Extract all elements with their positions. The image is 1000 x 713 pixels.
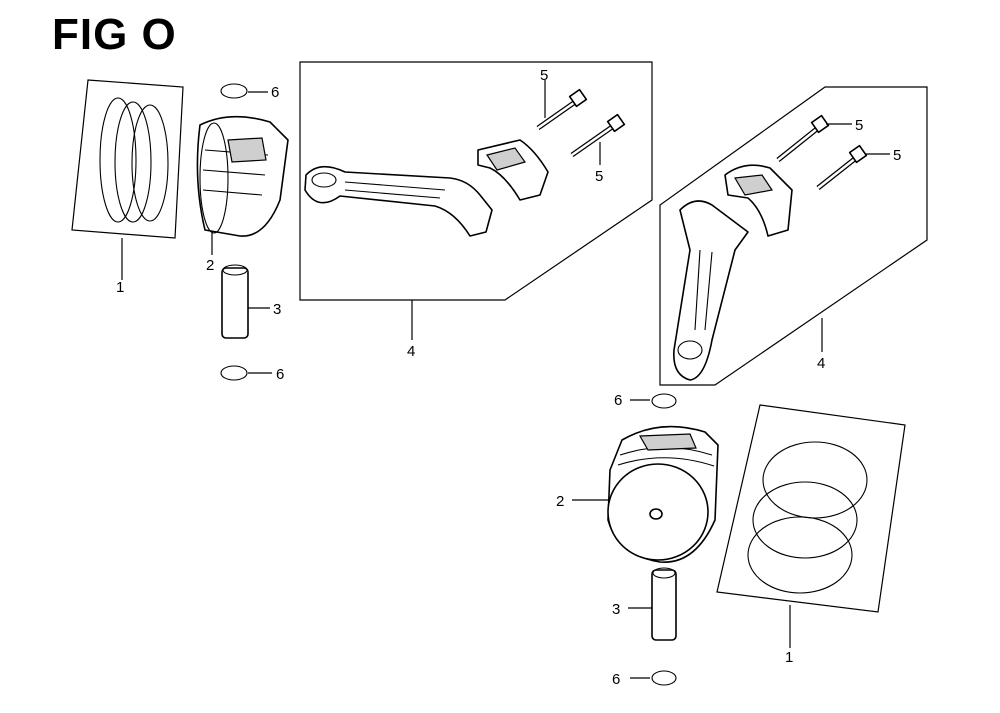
callout-left-piston: 2 [206,257,214,274]
callout-right-rod-assembly: 4 [817,355,825,372]
piston-pin-right [628,567,677,641]
callout-left-pin: 3 [273,301,281,318]
piston-rings-right [716,404,906,648]
callout-left-rings: 1 [116,279,124,296]
callout-left-clip-top: 6 [271,84,279,101]
piston-pin-left [221,264,270,339]
figure-title: FIG O [52,10,177,59]
callout-left-bolt-upper: 5 [540,67,548,84]
callout-right-bolt-lower: 5 [893,147,901,164]
callout-right-pin: 3 [612,601,620,618]
connecting-rod-left [299,61,653,340]
bolt-right-lower [816,144,890,190]
piston-left [196,115,289,255]
callout-right-piston: 2 [556,493,564,510]
callout-right-clip-top: 6 [614,392,622,409]
clip-left-top [220,83,268,99]
callout-right-clip-bottom: 6 [612,671,620,688]
piston-rings-left [71,79,184,280]
connecting-rod-right [659,86,928,386]
bolt-right-upper [776,114,852,162]
bolt-left-lower [570,113,626,165]
callout-right-bolt-upper: 5 [855,117,863,134]
callout-left-clip-bottom: 6 [276,366,284,383]
bolt-left-upper [536,80,588,131]
piston-right [572,425,719,563]
callout-left-bolt-lower: 5 [595,168,603,185]
callout-right-rings: 1 [785,649,793,666]
clip-left-bottom [220,365,272,381]
clip-right-top [630,393,677,409]
callout-left-rod-assembly: 4 [407,343,415,360]
clip-right-bottom [630,670,677,686]
